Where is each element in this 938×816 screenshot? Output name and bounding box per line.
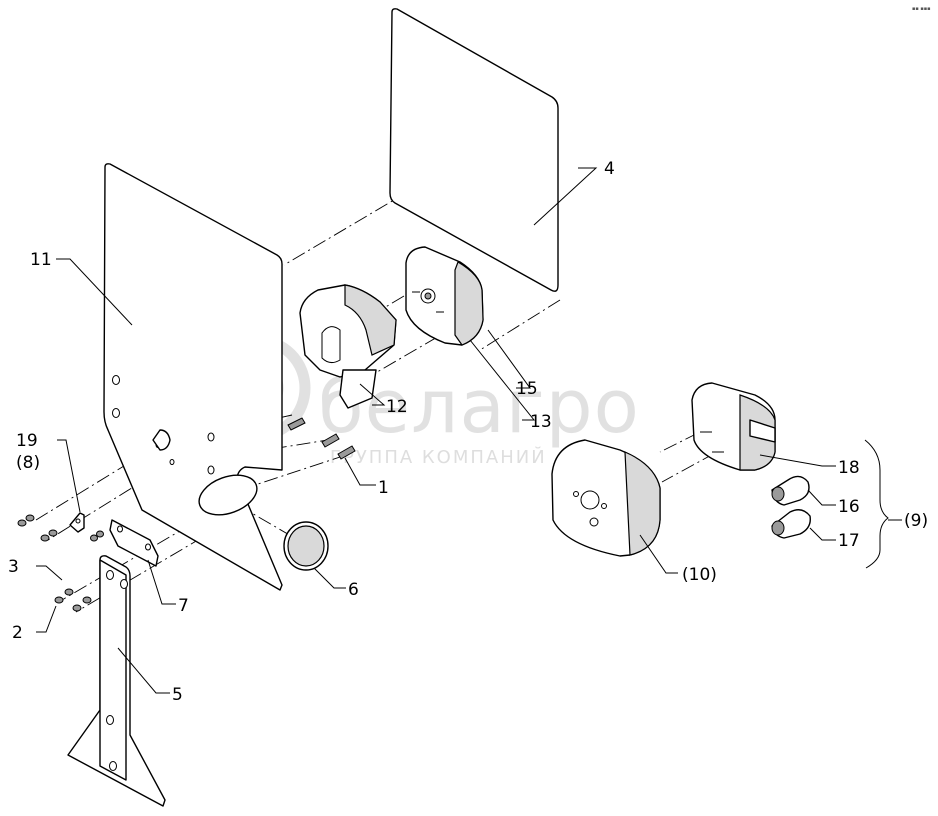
callout-2: 2 — [12, 623, 23, 643]
callout-8: (8) — [16, 453, 40, 473]
bracket-9 — [864, 439, 889, 569]
fasteners-left — [17, 514, 104, 612]
housing-10 — [551, 439, 661, 557]
callout-12: 12 — [386, 397, 408, 417]
callout-13: 13 — [530, 412, 552, 432]
callout-10: (10) — [682, 565, 717, 585]
callouts: 4 11 12 15 13 1 6 7 5 3 2 19 (8) 18 16 1… — [8, 159, 928, 705]
callout-3: 3 — [8, 557, 19, 577]
callout-19: 19 — [16, 431, 38, 451]
plate-hole — [112, 408, 120, 418]
corner-mark: ▪▪ ▪▪▪ — [912, 6, 931, 12]
callout-17: 17 — [838, 531, 860, 551]
bulbs-16-17 — [771, 475, 811, 539]
callout-6: 6 — [348, 580, 359, 600]
leaders — [36, 167, 902, 694]
lamp-18 — [691, 382, 776, 471]
reflector-6 — [198, 474, 329, 571]
callout-11: 11 — [30, 250, 52, 270]
callout-9: (9) — [904, 511, 928, 531]
callout-18: 18 — [838, 458, 860, 478]
plate-lug — [152, 429, 171, 451]
plate-7 — [109, 519, 159, 567]
bracket-5 — [67, 555, 166, 807]
housing-12 — [299, 284, 397, 409]
callout-5: 5 — [172, 685, 183, 705]
panel-4 — [389, 8, 559, 292]
callout-16: 16 — [838, 497, 860, 517]
watermark-tagline: ГРУППА КОМПАНИЙ — [330, 446, 547, 468]
watermark: белагро ГРУППА КОМПАНИЙ — [203, 334, 639, 468]
callout-4: 4 — [604, 159, 615, 179]
callout-7: 7 — [178, 596, 189, 616]
plate-11 — [103, 163, 283, 591]
plate-hole — [207, 465, 215, 475]
clip-19 — [69, 512, 85, 533]
plate-hole — [112, 375, 120, 385]
callout-1: 1 — [378, 478, 389, 498]
callout-15: 15 — [516, 379, 538, 399]
lamp-13-15 — [405, 246, 484, 346]
plate-hole — [207, 432, 215, 442]
